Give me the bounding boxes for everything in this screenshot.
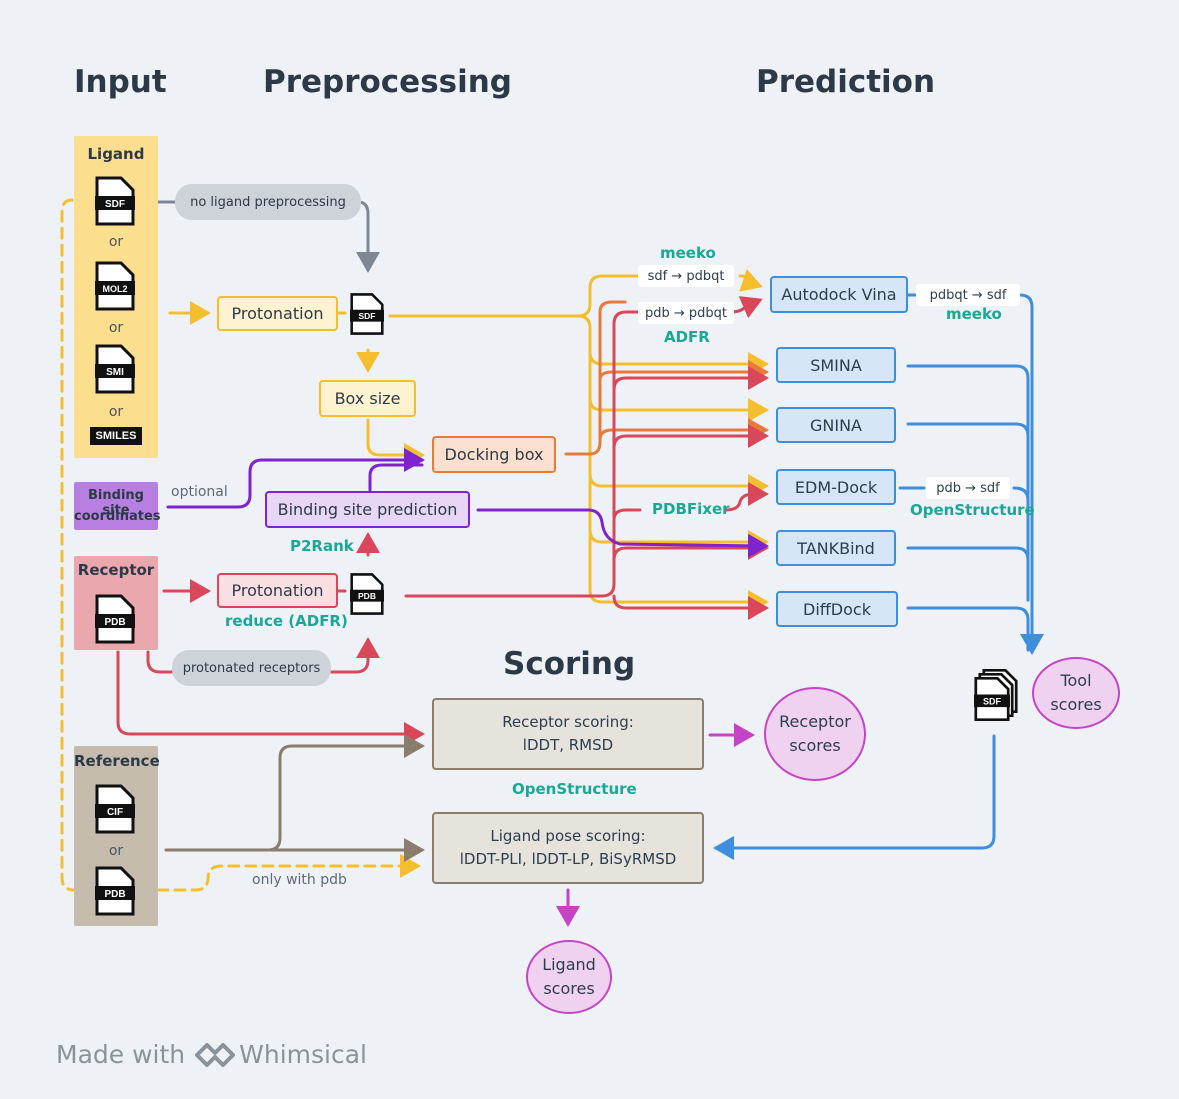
output-file-label: SDF: [983, 696, 1002, 706]
ligand-scores-line-1: Ligand: [542, 955, 596, 974]
tool-smina: SMINA: [776, 347, 896, 383]
or-text: or: [108, 843, 124, 859]
openstructure-label: OpenStructure: [512, 780, 637, 798]
reduce-label: reduce (ADFR): [225, 612, 348, 630]
ligand-format-mol2: MOL2: [102, 284, 127, 294]
receptor-file-label: PDB: [358, 591, 376, 601]
receptor-format: PDB: [104, 617, 125, 628]
ligand-file-label: SDF: [359, 311, 376, 321]
scoring-title: Scoring: [503, 646, 636, 682]
ligand-protonation-box: Protonation: [217, 296, 338, 331]
or-text: or: [108, 320, 124, 336]
sdf-file-icon: SDF: [95, 176, 135, 226]
ligand-scores-line-2: scores: [543, 979, 595, 998]
receptor-scoring-line-2: lDDT, RMSD: [522, 736, 614, 754]
tool-tankbind: TANKBind: [776, 530, 896, 566]
prediction-title: Prediction: [756, 64, 936, 100]
receptor-scoring-line-1: Receptor scoring:: [502, 713, 634, 731]
docking-box: Docking box: [432, 436, 556, 473]
receptor-scores-circle: Receptor scores: [764, 687, 866, 781]
tool-gnina: GNINA: [776, 407, 896, 443]
adfr-label: ADFR: [664, 328, 710, 346]
reference-format-pdb: PDB: [104, 889, 125, 900]
receptor-panel: Receptor PDB: [74, 556, 158, 650]
tool-autodock-vina: Autodock Vina: [770, 276, 908, 313]
reference-format-cif: CIF: [107, 807, 123, 818]
mol2-file-icon: MOL2: [95, 261, 135, 311]
receptor-scores-line-1: Receptor: [779, 712, 851, 731]
sdf-file-icon: SDF: [350, 293, 384, 335]
smiles-label: SMILES: [90, 427, 142, 445]
receptor-title: Receptor: [77, 561, 155, 579]
p2rank-label: P2Rank: [290, 537, 354, 555]
pdbqt-to-sdf-label: pdbqt → sdf: [916, 284, 1020, 306]
ligand-scoring-line-1: Ligand pose scoring:: [490, 827, 646, 845]
preprocessing-title: Preprocessing: [263, 64, 512, 100]
binding-site-title-2: coordinates: [74, 509, 161, 524]
sdf-to-pdbqt-label: sdf → pdbqt: [638, 265, 734, 287]
tool-scores-circle: Tool scores: [1032, 657, 1120, 729]
openstructure-label-right: OpenStructure: [910, 501, 1035, 519]
binding-site-prediction-box: Binding site prediction: [265, 491, 470, 528]
only-with-pdb-label: only with pdb: [252, 872, 347, 888]
sdf-file-icon: SDF: [974, 676, 1010, 722]
pdb-to-pdbqt-label: pdb → pdbqt: [638, 302, 734, 324]
whimsical-brand-text: Whimsical: [239, 1040, 367, 1069]
tool-edm-dock: EDM-Dock: [776, 469, 896, 505]
cif-file-icon: CIF: [95, 784, 135, 834]
ligand-format-smi: SMI: [106, 367, 124, 378]
receptor-scores-line-2: scores: [789, 736, 841, 755]
reference-title: Reference: [74, 752, 160, 770]
sdf-output-stack: SDF: [974, 668, 1022, 722]
binding-site-title-1: Binding site: [88, 488, 144, 518]
pdbfixer-label: PDBFixer: [652, 500, 730, 518]
made-with-text: Made with: [56, 1040, 186, 1069]
ligand-scores-circle: Ligand scores: [526, 940, 612, 1014]
ligand-format-sdf: SDF: [105, 199, 125, 210]
no-ligand-preprocessing-pill: no ligand preprocessing: [175, 184, 361, 220]
made-with-whimsical[interactable]: Made with Whimsical: [56, 1040, 367, 1069]
smi-file-icon: SMI: [95, 344, 135, 394]
meeko-label-right: meeko: [946, 305, 1002, 323]
ligand-pose-scoring-box: Ligand pose scoring: lDDT-PLI, lDDT-LP, …: [432, 812, 704, 884]
protonated-receptors-pill: protonated receptors: [172, 650, 331, 686]
ligand-scoring-line-2: lDDT-PLI, lDDT-LP, BiSyRMSD: [459, 850, 677, 868]
reference-panel: Reference CIF or PDB: [74, 746, 160, 926]
receptor-scoring-box: Receptor scoring: lDDT, RMSD: [432, 698, 704, 770]
optional-label: optional: [171, 484, 228, 500]
whimsical-logo-icon: [195, 1042, 236, 1067]
or-text: or: [108, 404, 124, 420]
binding-site-panel: Binding site coordinates: [74, 482, 161, 530]
pdb-file-icon: PDB: [95, 594, 135, 644]
ligand-title: Ligand: [87, 145, 145, 163]
receptor-protonation-box: Protonation: [217, 573, 338, 608]
tool-scores-line-1: Tool: [1060, 671, 1092, 690]
tool-diffdock: DiffDock: [776, 591, 898, 627]
pdb-file-icon: PDB: [95, 866, 135, 916]
ligand-panel: Ligand SDF or MOL2 or SMI or SMILES: [74, 136, 158, 458]
tool-scores-line-2: scores: [1050, 695, 1102, 714]
pdb-to-sdf-label: pdb → sdf: [926, 477, 1010, 499]
input-title: Input: [74, 64, 167, 100]
meeko-label-top: meeko: [660, 244, 716, 262]
box-size-box: Box size: [319, 380, 416, 417]
pdb-file-icon: PDB: [350, 573, 384, 615]
or-text: or: [108, 234, 124, 250]
